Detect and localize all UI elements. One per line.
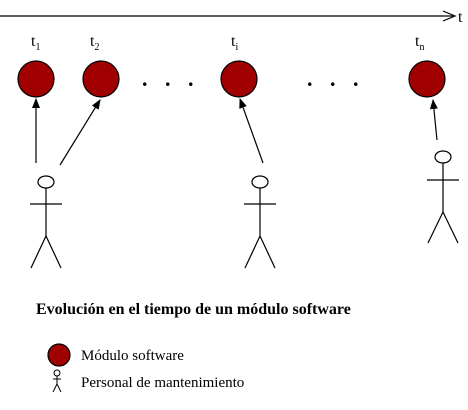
arrow-person1-module2 [59, 99, 101, 166]
legend-module-icon [47, 343, 71, 367]
legend: Módulo software Personal de mantenimient… [47, 343, 244, 393]
time-label-t2-sub: 2 [94, 42, 99, 53]
software-module-i [220, 60, 258, 98]
maintenance-person-1 [30, 175, 62, 269]
legend-person-icon [52, 369, 62, 393]
maintenance-person-2 [244, 175, 276, 269]
time-label-tn-sub: n [419, 42, 424, 53]
diagram-caption: Evolución en el tiempo de un módulo soft… [36, 301, 351, 318]
maintenance-person-3 [427, 150, 459, 244]
time-label-ti-sub: i [235, 42, 238, 53]
time-label-t2-base: t [90, 33, 95, 50]
legend-person-label: Personal de mantenimiento [81, 375, 244, 391]
person-3-head-icon [434, 150, 452, 164]
time-label-ti-base: t [231, 33, 236, 50]
time-label-tn-base: t [415, 33, 420, 50]
software-modules [17, 60, 446, 98]
person-1-head-icon [37, 175, 55, 189]
time-axis-arrowhead [442, 10, 457, 22]
person-2-head-icon [251, 175, 269, 189]
ellipsis-left: . . . [142, 66, 200, 91]
ellipsis-groups: . . . . . . [142, 66, 365, 91]
time-label-t2: t2 [90, 33, 99, 53]
time-label-t1-base: t [31, 33, 36, 50]
time-label-ti: ti [231, 33, 238, 53]
software-module-1 [17, 60, 55, 98]
time-label-tn: tn [415, 33, 424, 53]
arrow-person3-modulen [429, 99, 438, 141]
module-time-labels: t1 t2 ti tn [31, 33, 424, 53]
ellipsis-right: . . . [307, 66, 365, 91]
maintenance-arrows [32, 98, 438, 166]
time-label-t1-sub: 1 [35, 42, 40, 53]
legend-module-label: Módulo software [81, 348, 184, 364]
software-module-n [408, 60, 446, 98]
time-label-t1: t1 [31, 33, 40, 53]
arrow-person2-modulei [239, 98, 264, 164]
time-axis: t [0, 9, 463, 26]
time-axis-label: t [458, 9, 463, 26]
software-module-2 [82, 60, 120, 98]
